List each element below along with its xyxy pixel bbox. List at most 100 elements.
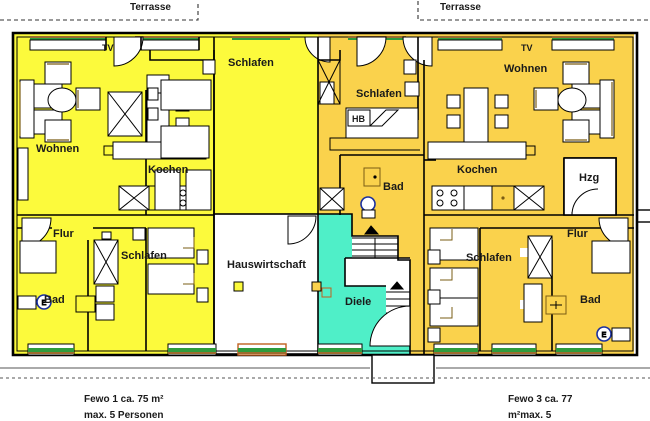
window-bottom-6 bbox=[491, 343, 537, 356]
small-fixture-left bbox=[101, 231, 112, 240]
bed-left-bottom-b bbox=[147, 263, 195, 295]
unit-left-fill-upper bbox=[214, 34, 318, 214]
ns-rb2 bbox=[427, 289, 441, 305]
caption-right-line1: Fewo 3 ca. 77 bbox=[508, 394, 573, 405]
nightstand-lt bbox=[202, 59, 216, 75]
window-bottom-3 bbox=[237, 343, 287, 356]
armchair-left-right bbox=[533, 87, 559, 111]
sofa-back-right bbox=[599, 79, 615, 139]
washbasin-left bbox=[75, 295, 96, 313]
sofa-back-left bbox=[19, 79, 35, 139]
window-top-5 bbox=[437, 36, 503, 51]
window-top-2 bbox=[134, 36, 200, 51]
walls-diele bbox=[318, 213, 411, 354]
window-bottom-1 bbox=[27, 343, 75, 356]
furniture-flur-bad-left: E bbox=[17, 217, 209, 321]
ns-rb3 bbox=[427, 327, 441, 343]
sink-bad-right bbox=[611, 327, 631, 342]
hb-marker: HB bbox=[352, 114, 365, 124]
door-swing-hauswirtschaft bbox=[287, 215, 317, 245]
furniture-wohnen-left bbox=[17, 61, 101, 201]
stairs bbox=[352, 225, 410, 321]
room-label-schlafen-right-bottom: Schlafen bbox=[466, 252, 512, 264]
hzg-outline bbox=[563, 157, 617, 216]
diele-door bbox=[321, 287, 411, 347]
armchair-bottom bbox=[44, 119, 72, 143]
dot-rb1 bbox=[520, 248, 529, 257]
furniture-bad-right: E bbox=[591, 217, 631, 342]
room-label-schlafen-left-top: Schlafen bbox=[228, 57, 274, 69]
building-outline bbox=[11, 31, 639, 357]
wc-center bbox=[360, 196, 376, 212]
washbasin-center bbox=[363, 167, 381, 187]
cabinet-left-b bbox=[95, 303, 115, 321]
furniture-wohnen-left-accent bbox=[19, 63, 79, 141]
room-label-bad-left: Bad bbox=[44, 294, 65, 306]
svg-text:E: E bbox=[42, 300, 47, 307]
diele-outline bbox=[318, 213, 411, 354]
bed-left-bottom-a bbox=[147, 227, 195, 259]
round-table-left bbox=[47, 87, 77, 113]
armchair-bottom-right bbox=[562, 119, 590, 143]
window-top-3 bbox=[232, 36, 290, 40]
bed-left-top bbox=[160, 79, 212, 111]
hzg-room bbox=[563, 157, 617, 216]
stove-right bbox=[431, 185, 465, 211]
hb-box bbox=[347, 109, 400, 127]
room-label-hauswirtschaft: Hauswirtschaft bbox=[227, 259, 306, 271]
sideboard-left bbox=[17, 147, 29, 201]
caption-left-line1: Fewo 1 ca. 75 m² bbox=[84, 394, 164, 405]
armchair-right bbox=[75, 87, 101, 111]
chair-rr4 bbox=[494, 114, 509, 129]
entrance-box bbox=[371, 354, 435, 384]
outer-walls bbox=[11, 31, 639, 357]
room-label-flur-left: Flur bbox=[53, 228, 74, 240]
ns-rb1 bbox=[427, 249, 441, 265]
counter-end-right bbox=[525, 145, 536, 156]
window-top-1 bbox=[29, 36, 107, 51]
bottom-windows bbox=[27, 343, 603, 356]
furniture-kochen-right bbox=[427, 87, 545, 211]
door-swing-top-left bbox=[113, 36, 144, 67]
caption-right-line2: m²max. 5 bbox=[508, 410, 552, 421]
round-table-right bbox=[557, 87, 587, 113]
bathtub-right bbox=[591, 240, 631, 274]
armchair-top bbox=[44, 61, 72, 85]
room-label-bad-center: Bad bbox=[383, 181, 404, 193]
chair-rr2 bbox=[446, 114, 461, 129]
furniture-wohnen-right bbox=[533, 61, 615, 143]
room-label-bad-right: Bad bbox=[580, 294, 601, 306]
top-windows bbox=[29, 36, 615, 51]
room-label-kochen-left: Kochen bbox=[148, 164, 189, 176]
cabinet-left-a bbox=[95, 285, 115, 303]
window-bottom-5 bbox=[433, 343, 479, 356]
bed-left-extra bbox=[154, 169, 181, 211]
stair-arrow-down bbox=[389, 281, 405, 290]
ns-lb3 bbox=[196, 287, 209, 303]
furniture-hauswirtschaft bbox=[233, 215, 322, 292]
nightstand-lt3 bbox=[147, 107, 159, 121]
door-swing-diele bbox=[369, 305, 411, 347]
furniture-schlafen-right-top bbox=[317, 59, 420, 151]
counter-end-left bbox=[103, 145, 114, 156]
sink-right-unit bbox=[463, 185, 493, 211]
room-label-schlafen-left-bottom: Schlafen bbox=[121, 250, 167, 262]
wc-left bbox=[36, 294, 52, 310]
tv-marker-left: TV bbox=[102, 43, 114, 53]
room-label-flur-right: Flur bbox=[567, 228, 588, 240]
window-bottom-2 bbox=[167, 343, 217, 356]
door-swing-top-mid bbox=[356, 36, 387, 67]
ns-lb2 bbox=[196, 249, 209, 265]
terrace-left-dash bbox=[0, 1, 199, 21]
room-label-hzg: Hzg bbox=[579, 172, 600, 184]
nightstand-lt2 bbox=[147, 87, 159, 101]
furniture-schlafen-left-top bbox=[107, 59, 216, 211]
caption-left-line2: max. 5 Personen bbox=[84, 410, 164, 421]
terrace-left-label: Terrasse bbox=[130, 2, 171, 13]
bathtub-left bbox=[19, 240, 57, 274]
room-label-diele: Diele bbox=[345, 296, 372, 308]
stair-landing-mid bbox=[345, 258, 410, 286]
room-label-wohnen-left: Wohnen bbox=[36, 143, 80, 155]
stair-arrow-up bbox=[364, 225, 380, 235]
